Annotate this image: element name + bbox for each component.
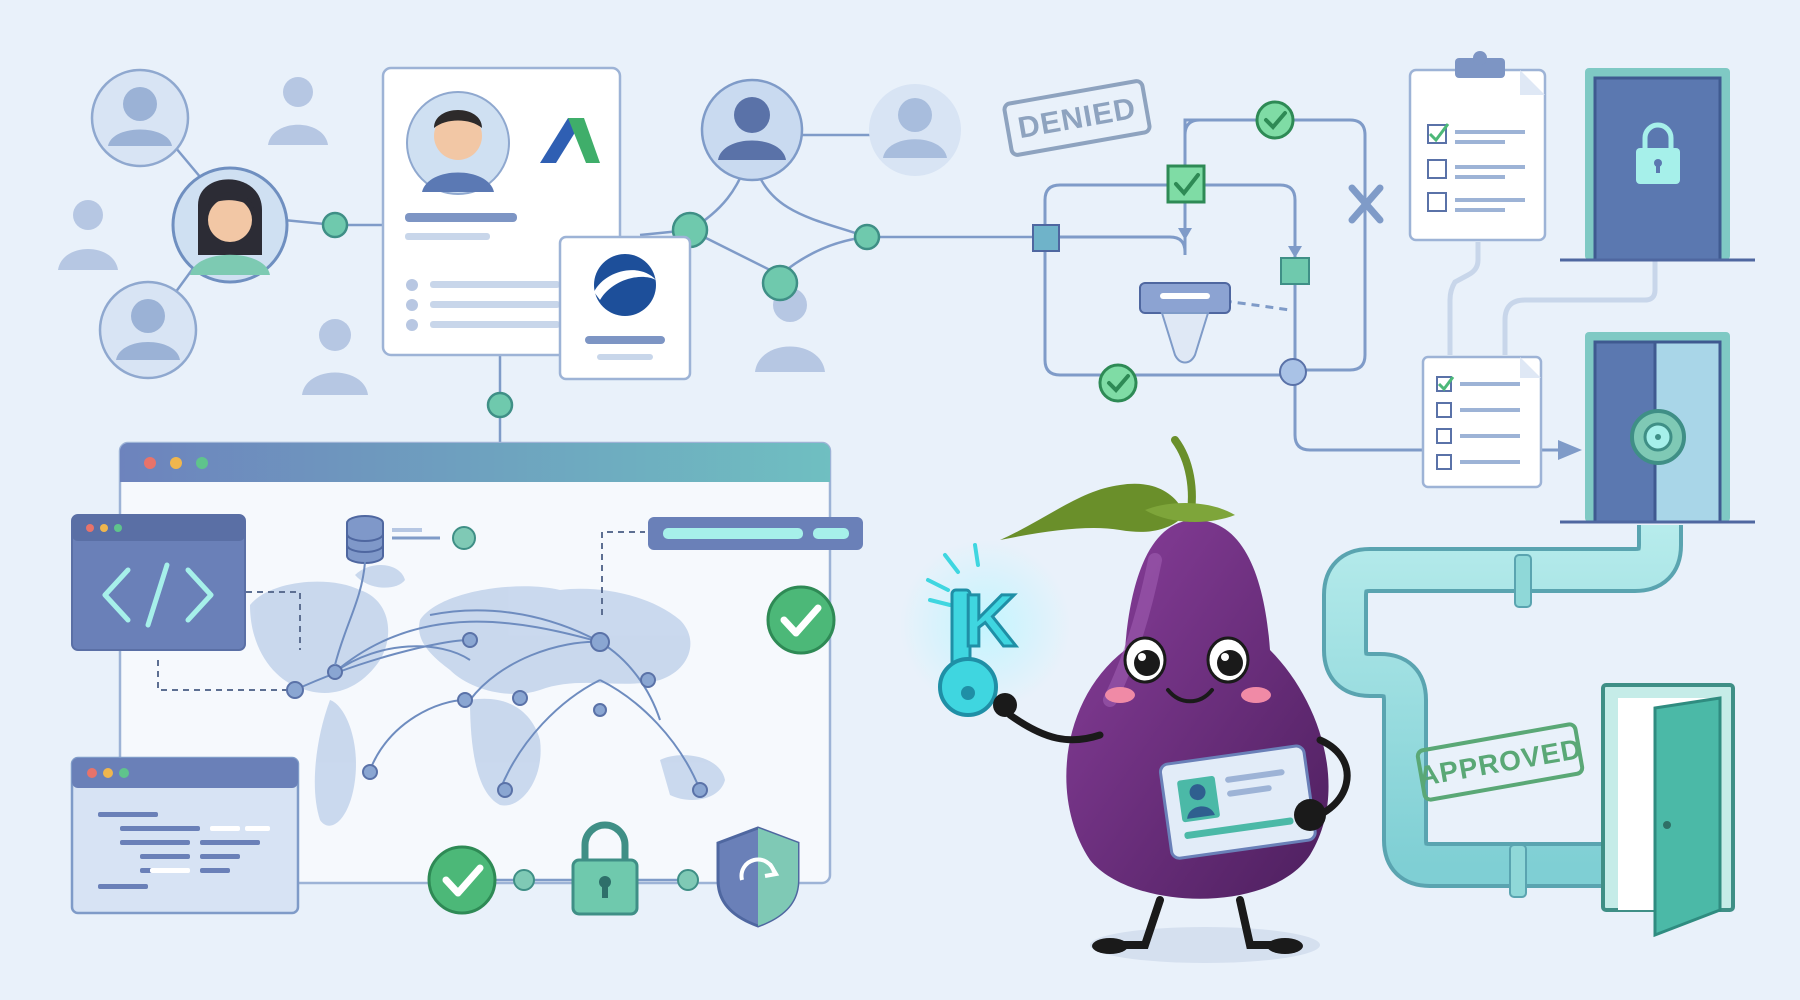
locked-door-icon	[1560, 68, 1755, 262]
workflow-node	[1032, 224, 1310, 386]
map-routes	[294, 609, 701, 791]
user-avatar-icon	[700, 78, 804, 182]
map-node	[286, 632, 708, 798]
user-avatar-icon	[58, 200, 118, 270]
arrow-icon	[1288, 246, 1302, 258]
database-icon	[334, 515, 476, 666]
code-editor-icon	[70, 756, 300, 915]
shield-icon	[716, 826, 800, 928]
identity-card-icon	[558, 235, 692, 381]
checkmark-icon	[427, 845, 497, 915]
map-route-dashed	[157, 531, 645, 691]
user-avatar-icon	[90, 68, 190, 168]
pipe-icon	[1322, 525, 1683, 898]
user-avatar-icon	[268, 77, 328, 145]
eggplant-mascot-icon	[1000, 436, 1351, 963]
security-chain	[427, 821, 800, 928]
user-avatar-icon	[869, 84, 961, 176]
padlock-icon	[571, 821, 639, 916]
denied-stamp: DENIED	[1002, 79, 1152, 157]
checkmark-icon	[1255, 100, 1295, 140]
mascot-hand	[1294, 799, 1326, 831]
cross-icon	[1348, 184, 1384, 224]
checkmark-icon	[1166, 164, 1206, 204]
clipboard-checklist-icon	[1408, 51, 1547, 242]
code-window-icon	[71, 514, 246, 651]
checkmark-icon	[766, 585, 836, 655]
user-avatar-icon	[755, 288, 825, 372]
user-avatar-icon	[98, 280, 198, 380]
vault-door-icon	[1560, 332, 1755, 524]
key-letter: K	[963, 579, 1016, 662]
checklist-document-icon	[1421, 355, 1543, 489]
approved-stamp: APPROVED	[1415, 722, 1585, 802]
user-avatar-icon	[171, 166, 289, 284]
logo-icon	[540, 118, 600, 163]
arrow-icon	[1178, 228, 1192, 240]
funnel-icon	[1139, 282, 1231, 364]
workflow-lines	[1043, 104, 1420, 452]
user-avatar-icon	[302, 319, 368, 395]
status-bar	[648, 517, 863, 550]
identity-card-icon	[1158, 744, 1317, 860]
checkmark-icon	[1098, 363, 1138, 403]
approved-stamp-label: APPROVED	[1416, 733, 1584, 792]
arrow-icon	[1558, 440, 1582, 460]
key-icon: K	[900, 540, 1070, 717]
open-door-icon	[1601, 683, 1735, 938]
